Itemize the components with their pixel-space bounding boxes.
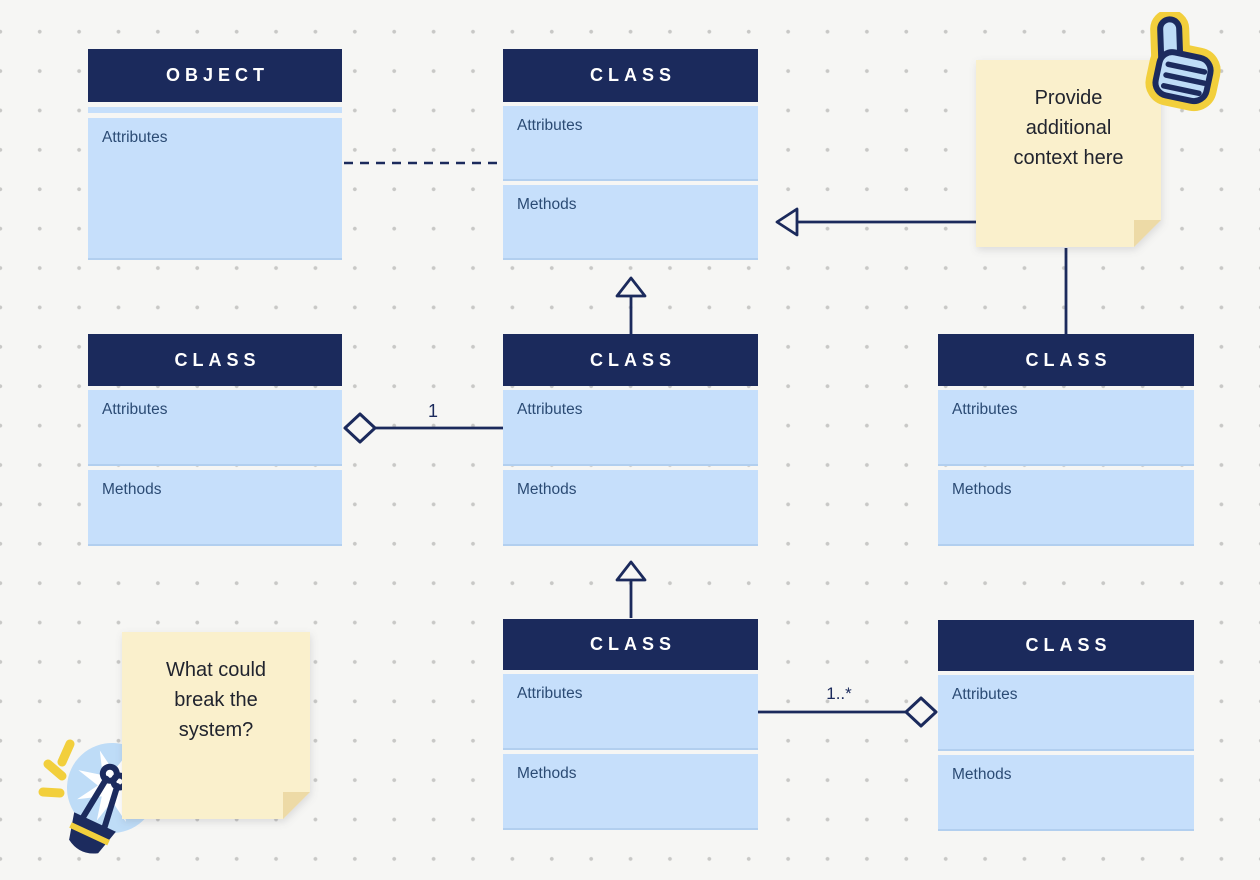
attributes-section[interactable]: Attributes (503, 390, 758, 466)
methods-section[interactable]: Methods (503, 754, 758, 830)
diamond-icon (343, 412, 377, 444)
aggregation-connector-mid[interactable] (343, 412, 503, 444)
triangle-arrowhead-icon (615, 276, 647, 298)
methods-section[interactable]: Methods (503, 185, 758, 260)
methods-section[interactable]: Methods (503, 470, 758, 546)
sticky-note-question[interactable]: What could break the system? (122, 632, 310, 819)
generalization-arrow-top[interactable] (615, 276, 647, 334)
sticky-note-text[interactable]: Provide additional context here (1013, 87, 1124, 169)
diamond-icon (904, 696, 938, 728)
attributes-section[interactable]: Attributes (88, 390, 342, 466)
generalization-arrow-bottom[interactable] (615, 560, 647, 618)
class-box-mid-right[interactable]: CLASS Attributes Methods (938, 334, 1194, 546)
open-arrowhead-icon (775, 207, 799, 237)
class-box-top-center[interactable]: CLASS Attributes Methods (503, 49, 758, 260)
attributes-section[interactable]: Attributes (503, 674, 758, 750)
sticky-note-fold (1134, 220, 1161, 247)
sparkle-dashes (38, 739, 75, 798)
class-box-title[interactable]: CLASS (938, 620, 1194, 671)
class-box-title[interactable]: CLASS (88, 334, 342, 386)
sticky-note-text[interactable]: What could break the system? (165, 659, 267, 741)
attributes-section[interactable]: Attributes (503, 106, 758, 181)
methods-section[interactable]: Methods (88, 470, 342, 546)
class-box-bottom-center[interactable]: CLASS Attributes Methods (503, 619, 758, 830)
sticky-note-fold (283, 792, 310, 819)
sticky-note-paper (122, 632, 310, 819)
class-box-title[interactable]: CLASS (503, 334, 758, 386)
class-box-title[interactable]: OBJECT (88, 49, 342, 102)
class-box-mid-center[interactable]: CLASS Attributes Methods (503, 334, 758, 546)
class-box-title[interactable]: CLASS (503, 619, 758, 670)
attributes-section[interactable]: Attributes (938, 390, 1194, 466)
attributes-section[interactable]: Attributes (938, 675, 1194, 751)
triangle-arrowhead-icon (615, 560, 647, 582)
section-divider (88, 107, 342, 113)
class-box-mid-left[interactable]: CLASS Attributes Methods (88, 334, 342, 546)
methods-section[interactable]: Methods (938, 755, 1194, 831)
class-box-title[interactable]: CLASS (938, 334, 1194, 386)
attributes-section[interactable]: Attributes (88, 118, 342, 260)
methods-section[interactable]: Methods (938, 470, 1194, 546)
class-box-object[interactable]: OBJECT Attributes (88, 49, 342, 260)
multiplicity-label-one[interactable]: 1 (427, 401, 438, 421)
aggregation-connector-bottom[interactable] (758, 696, 938, 728)
multiplicity-label-one-to-many[interactable]: 1..* (826, 684, 852, 703)
note-arrow-connector[interactable] (775, 207, 977, 237)
class-box-bottom-right[interactable]: CLASS Attributes Methods (938, 620, 1194, 831)
sticky-note-paper (976, 60, 1161, 247)
thumbs-up-icon[interactable] (1126, 12, 1236, 120)
class-box-title[interactable]: CLASS (503, 49, 758, 102)
sticky-note-context[interactable]: Provide additional context here (976, 60, 1161, 247)
